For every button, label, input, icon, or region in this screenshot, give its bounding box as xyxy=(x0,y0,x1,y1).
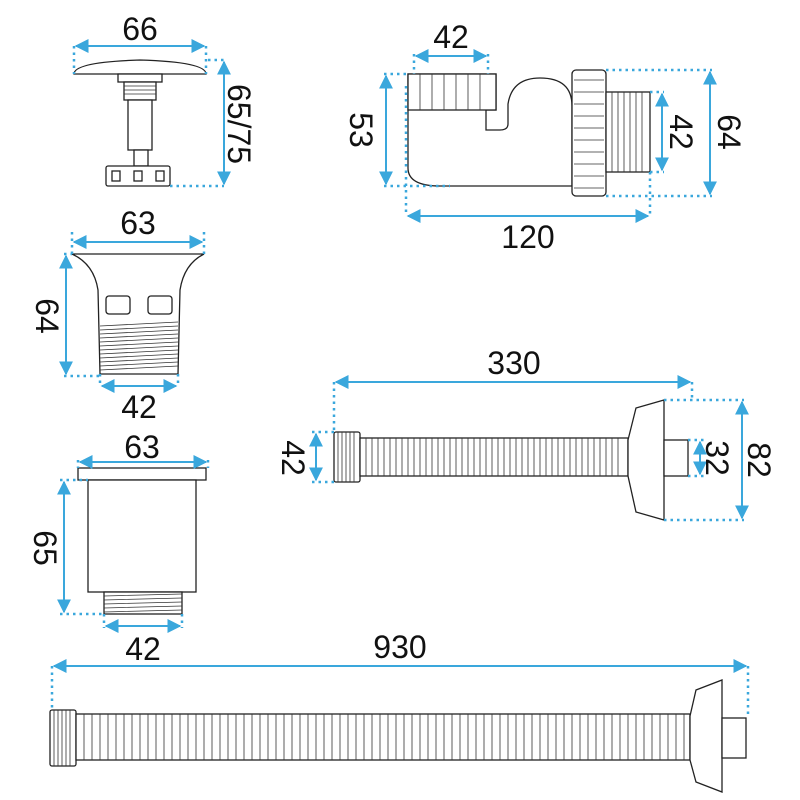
dimension-trap-inlet: 42 xyxy=(412,19,490,74)
dimension-trap-height: 53 xyxy=(343,72,450,188)
flared-drain xyxy=(71,253,205,375)
dim-label-trap-height: 53 xyxy=(343,112,379,148)
dim-label-plug-cap: 66 xyxy=(122,11,158,47)
dim-label-hose-length: 330 xyxy=(487,345,540,381)
dimension-drain-height: 64 xyxy=(29,252,100,378)
dimension-trap-thread: 42 xyxy=(650,90,699,174)
dim-label-long-hose-length: 930 xyxy=(373,629,426,665)
dim-label-cup-height: 65 xyxy=(27,530,63,566)
dimension-trap-length: 120 xyxy=(404,86,652,255)
dim-label-plug-height: 65/75 xyxy=(221,84,257,164)
dim-label-hose-outlet-cone: 82 xyxy=(741,442,777,478)
dimension-drain-thread: 42 xyxy=(98,374,180,425)
dimension-drain-flange: 63 xyxy=(70,205,206,254)
dim-label-trap-length: 120 xyxy=(501,219,554,255)
dim-label-cup-flange: 63 xyxy=(124,429,160,465)
dimension-long-hose-length: 930 xyxy=(50,629,750,718)
dimension-hose-inlet: 42 xyxy=(275,430,334,484)
dimension-cup-thread: 42 xyxy=(102,614,184,667)
dim-label-drain-thread: 42 xyxy=(121,389,157,425)
cup-drain xyxy=(77,467,207,615)
popup-plug xyxy=(73,59,207,187)
dimension-plug-height: 65/75 xyxy=(170,58,257,188)
dim-label-drain-height: 64 xyxy=(29,298,65,334)
dim-label-trap-inlet: 42 xyxy=(433,19,469,55)
dimension-cup-flange: 63 xyxy=(76,429,210,469)
dim-label-trap-thread: 42 xyxy=(663,114,699,150)
dimension-cup-height: 65 xyxy=(27,478,104,616)
bottle-trap xyxy=(407,69,651,197)
dimension-hose-length: 330 xyxy=(332,345,694,432)
dimension-hose-outlet-cone: 82 xyxy=(664,398,777,522)
dim-label-trap-outlet: 64 xyxy=(711,114,747,150)
flexible-hose-long xyxy=(49,679,747,793)
flexible-hose-short xyxy=(333,399,689,521)
dimension-hose-outlet-pipe: 32 xyxy=(688,438,735,478)
dimension-plug-cap: 66 xyxy=(72,11,208,74)
dim-label-hose-inlet: 42 xyxy=(275,440,311,476)
dim-label-cup-thread: 42 xyxy=(125,631,161,667)
dim-label-hose-outlet-pipe: 32 xyxy=(699,440,735,476)
dim-label-drain-flange: 63 xyxy=(120,205,156,241)
dimension-trap-outlet: 64 xyxy=(606,68,747,198)
